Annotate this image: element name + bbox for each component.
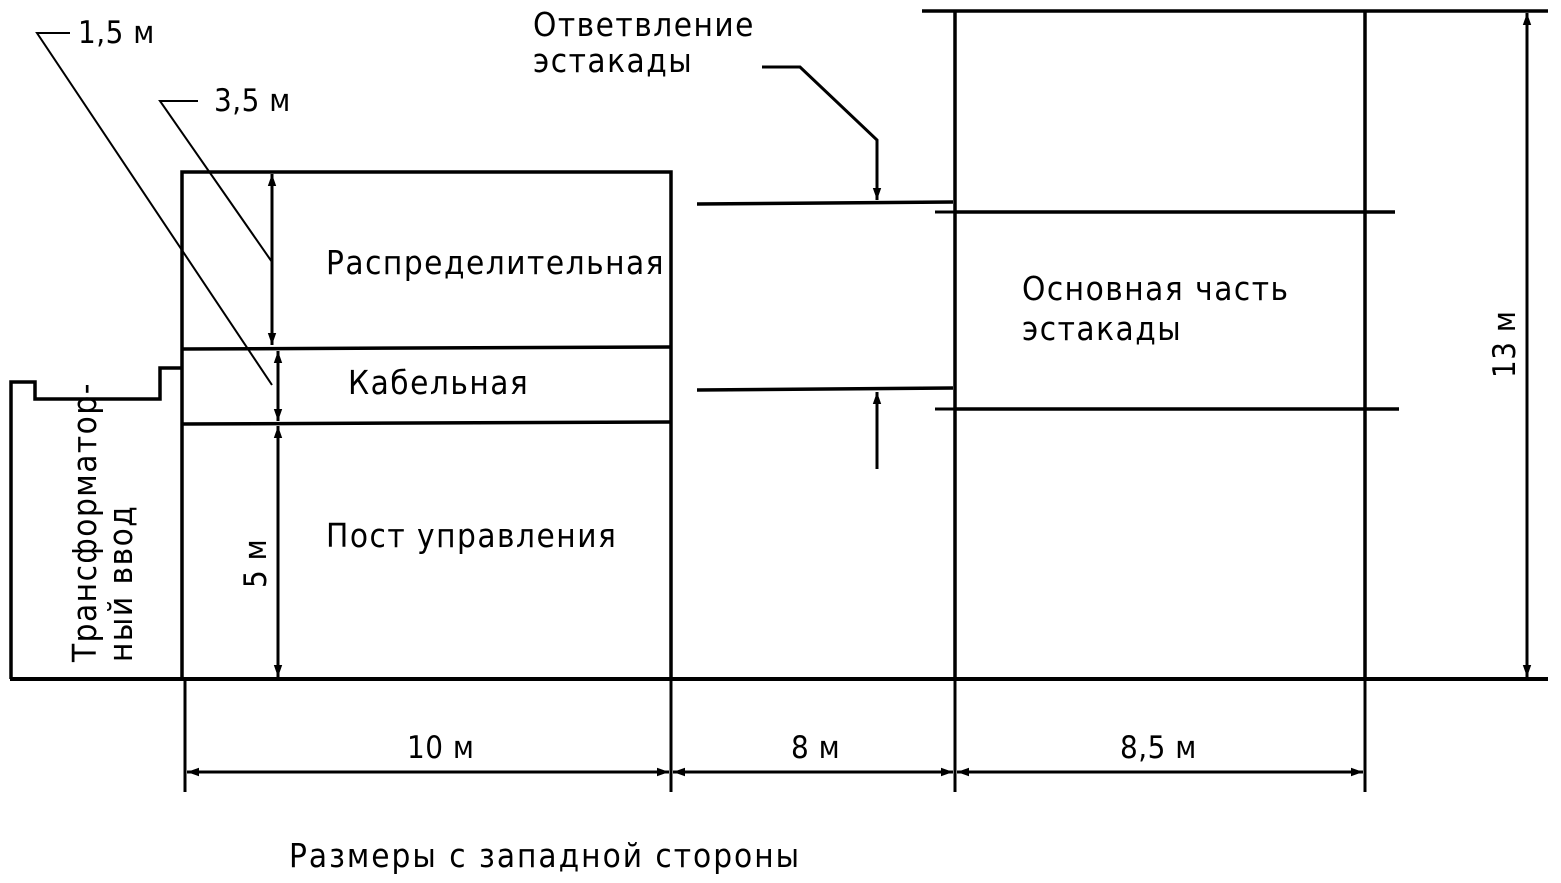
branch-line-top <box>696 200 954 206</box>
building-outline <box>180 170 673 681</box>
floor-line-upper <box>181 345 672 351</box>
branch-line-bottom <box>696 386 954 392</box>
label-transformer-line1: Трансформатор- <box>65 382 104 663</box>
label-control-height: 5 м <box>238 539 274 588</box>
label-total-height: 13 м <box>1487 311 1523 378</box>
label-width-gap: 8 м <box>791 730 840 766</box>
label-control-post: Пост управления <box>326 516 617 555</box>
label-leader-3-5m: 3,5 м <box>214 83 291 119</box>
leader-3-5m <box>158 100 273 263</box>
label-width-building: 10 м <box>407 730 474 766</box>
label-main-line1: Основная часть <box>1022 269 1290 308</box>
label-branch-line2: эстакады <box>533 41 693 80</box>
label-cable: Кабельная <box>348 363 529 402</box>
label-branch-line1: Ответвление <box>533 5 755 44</box>
leader-1-5m <box>35 32 273 386</box>
label-main-line2: эстакады <box>1022 309 1182 348</box>
caption: Размеры с западной стороны <box>289 836 801 875</box>
label-width-main: 8,5 м <box>1120 730 1197 766</box>
label-leader-1-5m: 1,5 м <box>78 15 155 51</box>
label-transformer-line2: ный ввод <box>101 505 140 662</box>
transformer-entry-outline <box>9 366 182 679</box>
floor-line-lower <box>181 420 672 426</box>
label-distribution: Распределительная <box>326 243 665 282</box>
branch-leader <box>762 65 882 200</box>
